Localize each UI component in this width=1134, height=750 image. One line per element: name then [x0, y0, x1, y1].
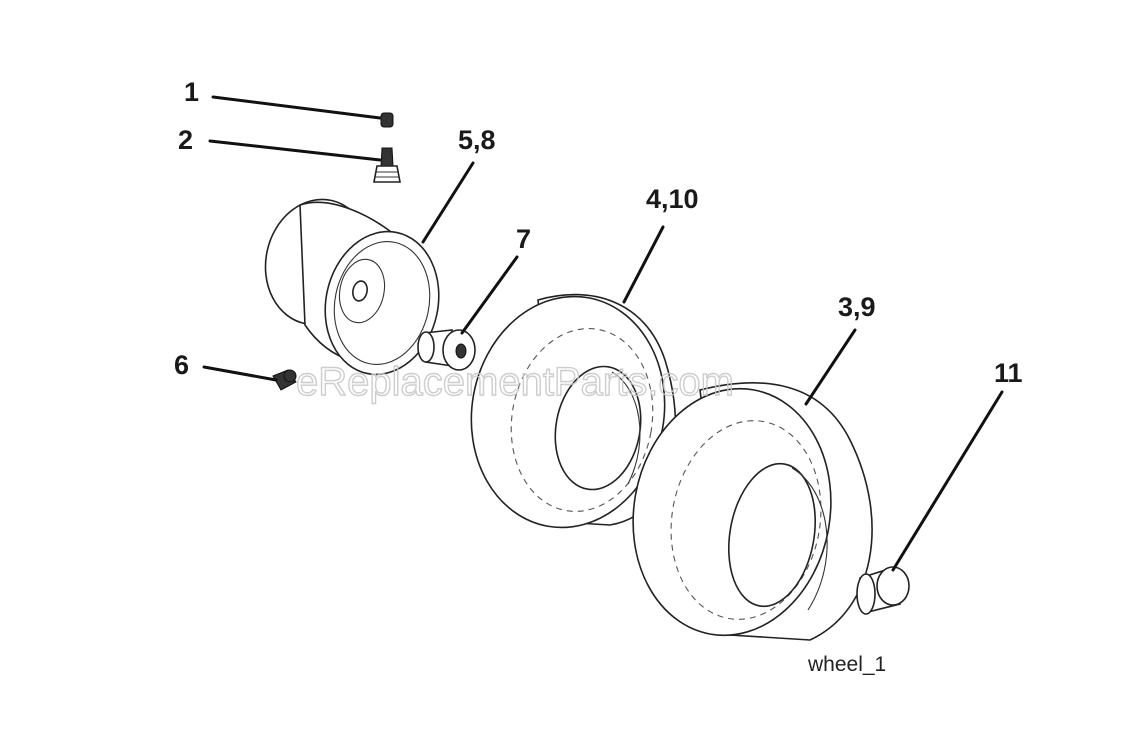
leader-2: [208, 139, 382, 162]
watermark: eReplacementParts.com: [296, 360, 734, 404]
callout-7: 7: [516, 224, 531, 254]
hub-cap: [856, 566, 910, 615]
bushing: [417, 329, 476, 371]
leader-5-8: [421, 161, 475, 244]
callout-11: 11: [994, 358, 1023, 388]
valve-stem: [373, 147, 401, 183]
leader-3-9: [804, 328, 857, 406]
figure-id: wheel_1: [807, 653, 886, 676]
callout-5-8: 5,8: [458, 125, 496, 155]
callout-4-10: 4,10: [646, 184, 699, 214]
callout-1: 1: [184, 77, 199, 107]
leader-11: [891, 390, 1004, 572]
leader-1: [211, 95, 382, 120]
tire-front: [632, 382, 873, 641]
callout-6: 6: [174, 350, 189, 380]
leader-4-10: [622, 225, 665, 304]
callout-2: 2: [178, 125, 193, 155]
grease-fitting: [272, 369, 297, 391]
valve-cap: [380, 112, 394, 128]
wheel-rim: [264, 198, 440, 376]
callout-3-9: 3,9: [838, 292, 876, 322]
leader-6: [202, 365, 278, 382]
leader-7: [460, 255, 519, 335]
tire-rear: [470, 293, 677, 529]
